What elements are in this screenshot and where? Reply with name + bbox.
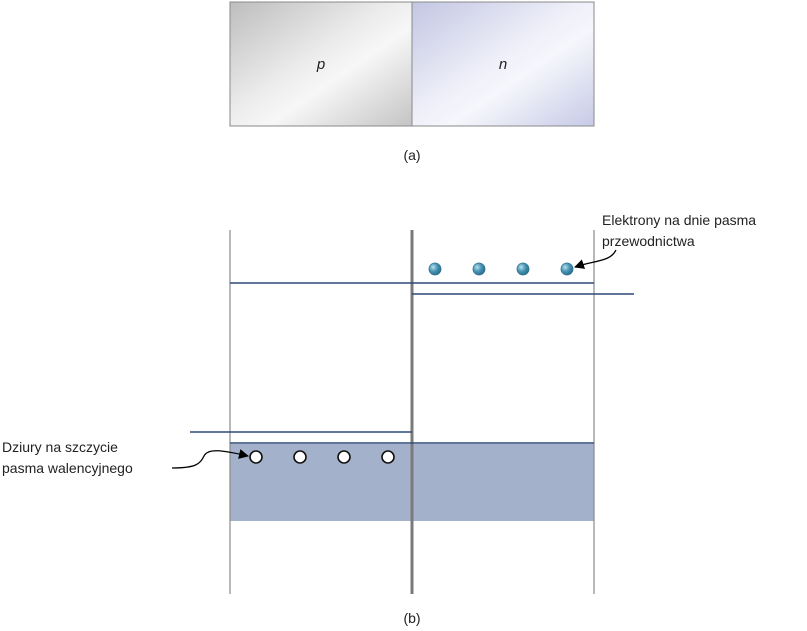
n-region-label: n <box>499 56 507 73</box>
electrons-pointer-arrow <box>574 249 617 269</box>
holes-label-line1: Dziury na szczycie <box>2 439 118 455</box>
hole <box>249 450 263 464</box>
electrons-group <box>428 262 574 276</box>
caption-a: (a) <box>403 147 420 163</box>
p-region-label: p <box>316 56 325 73</box>
hole <box>337 450 351 464</box>
holes-label-line2: pasma walencyjnego <box>2 460 133 476</box>
electron <box>472 262 486 276</box>
electron <box>516 262 530 276</box>
electrons-label-line1: Elektrony na dnie pasma <box>602 212 756 228</box>
figure-b: Elektrony na dnie pasma przewodnictwa Dz… <box>2 212 756 626</box>
figure-a: p n (a) <box>229 1 595 163</box>
p-region-block <box>229 1 413 127</box>
hole <box>381 450 395 464</box>
caption-b: (b) <box>403 610 420 626</box>
holes-group <box>249 450 395 464</box>
electrons-label-line2: przewodnictwa <box>602 233 695 249</box>
electron <box>560 262 574 276</box>
n-region-block <box>411 1 595 127</box>
electron <box>428 262 442 276</box>
hole <box>293 450 307 464</box>
holes-pointer-arrow <box>171 449 249 469</box>
